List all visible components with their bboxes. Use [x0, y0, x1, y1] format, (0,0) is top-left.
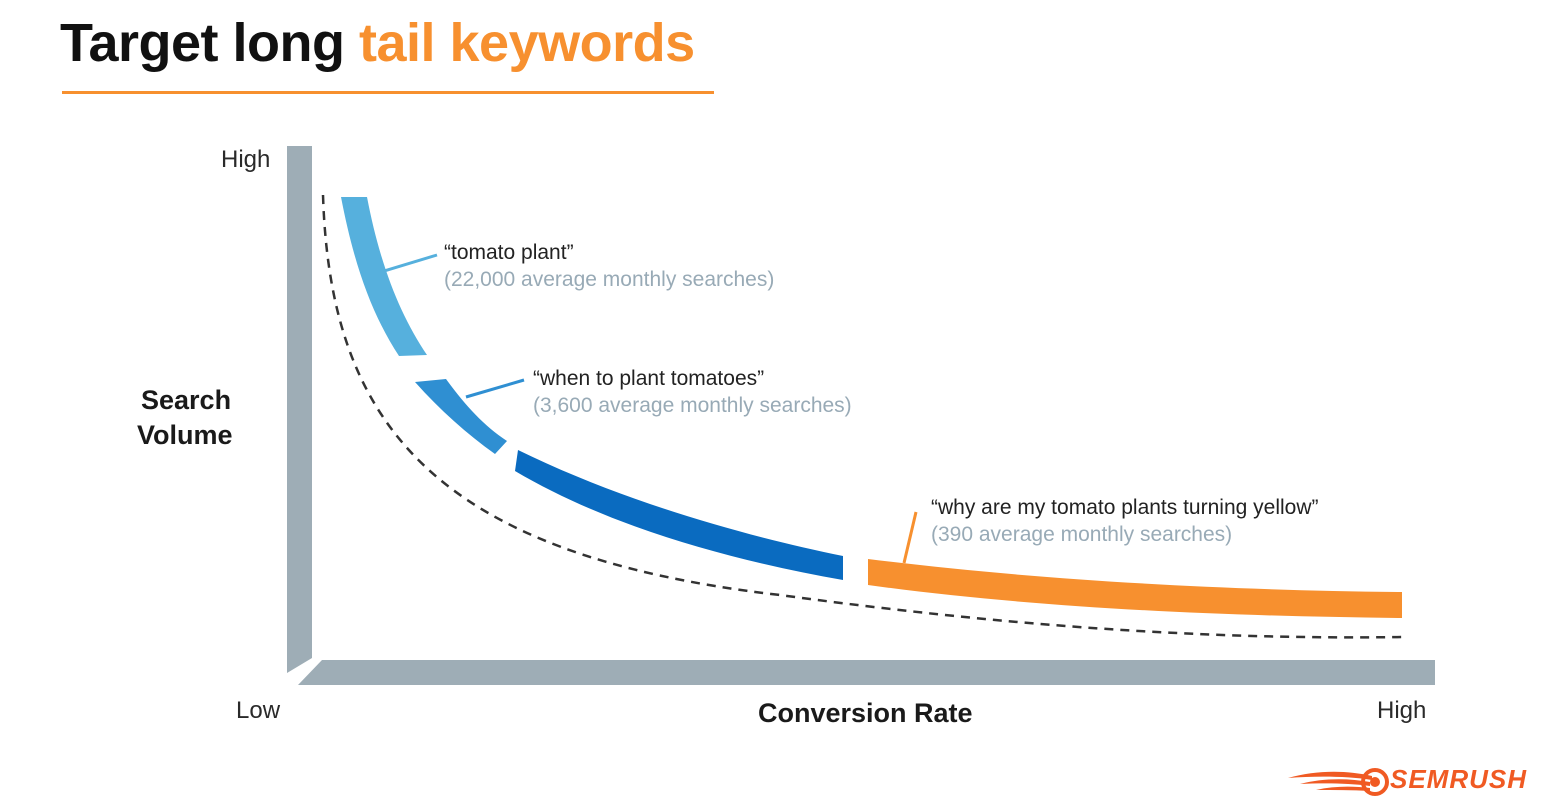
keyword-why-yellow: “why are my tomato plants turning yellow…	[931, 496, 1319, 519]
x-axis-bar	[298, 660, 1435, 685]
title-part-2-highlight: tail keywords	[359, 13, 695, 73]
curve-band-head	[341, 197, 427, 356]
keyword-when-to-plant-searches: (3,600 average monthly searches)	[533, 394, 852, 417]
y-axis-title-line-1: Search	[141, 385, 232, 415]
semrush-fireball-icon	[1288, 768, 1389, 796]
title-part-1: Target long	[60, 13, 359, 73]
keyword-why-yellow-searches: (390 average monthly searches)	[931, 523, 1233, 546]
dashed-curve	[321, 194, 1405, 639]
y-axis-bar	[287, 146, 312, 673]
title-underline	[62, 91, 714, 94]
y-axis-high-label: High	[221, 146, 271, 173]
curve-band-long-tail	[868, 559, 1402, 618]
x-axis-title: Conversion Rate	[758, 698, 973, 728]
leader-line-why-yellow	[902, 511, 918, 564]
leader-line-when-to-plant	[465, 378, 525, 399]
keyword-when-to-plant: “when to plant tomatoes”	[533, 367, 765, 390]
curve-band-middle-dark	[515, 450, 843, 580]
keyword-tomato-plant: “tomato plant”	[444, 241, 574, 264]
x-axis-high-label: High	[1377, 697, 1427, 724]
curve-band-middle	[415, 379, 507, 454]
leader-line-tomato-plant	[380, 253, 438, 274]
x-axis-low-label: Low	[236, 697, 281, 724]
semrush-logo-text: SEMRUSH	[1390, 764, 1528, 794]
keyword-tomato-plant-searches: (22,000 average monthly searches)	[444, 268, 775, 291]
semrush-logo: SEMRUSH	[1286, 762, 1536, 798]
page-title: Target long tail keywords	[60, 12, 695, 74]
y-axis-title-line-2: Volume	[137, 420, 233, 450]
